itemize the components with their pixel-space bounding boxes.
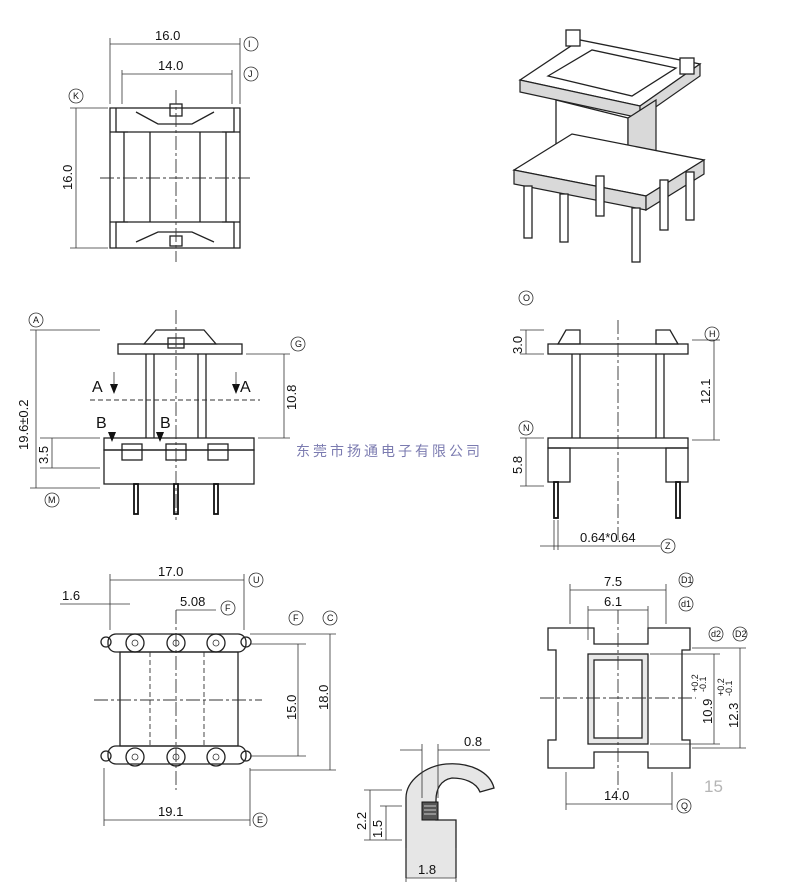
detail-width: 1.8 bbox=[418, 862, 436, 877]
section-base-width: 14.0 bbox=[604, 788, 629, 803]
detail-view: 0.8 2.2 1.5 1.8 bbox=[354, 734, 495, 882]
label-f-pitch: F bbox=[225, 603, 231, 613]
section-h1-tol-upper: +0.2 bbox=[690, 674, 700, 692]
label-d2-upper: D2 bbox=[735, 629, 747, 639]
label-k: K bbox=[73, 91, 79, 101]
top-width-inner: 14.0 bbox=[158, 58, 183, 73]
label-o: O bbox=[523, 293, 530, 303]
side-upper: 12.1 bbox=[698, 379, 713, 404]
label-a: A bbox=[33, 315, 39, 325]
label-u: U bbox=[253, 575, 260, 585]
bottom-pitch: 5.08 bbox=[180, 594, 205, 609]
detail-gap: 0.8 bbox=[464, 734, 482, 749]
label-d1-upper: D1 bbox=[681, 575, 693, 585]
side-pin-size: 0.64*0.64 bbox=[580, 530, 636, 545]
label-h: H bbox=[709, 329, 716, 339]
front-total-height: 19.6±0.2 bbox=[16, 399, 31, 450]
front-base-height: 3.5 bbox=[36, 446, 51, 464]
label-n: N bbox=[523, 423, 530, 433]
company-watermark: 东莞市扬通电子有限公司 bbox=[296, 443, 483, 460]
bottom-base-width: 19.1 bbox=[158, 804, 183, 819]
top-view: 16.0 14.0 16.0 I J K bbox=[60, 28, 259, 262]
section-h2-tol-upper: +0.2 bbox=[716, 678, 726, 696]
side-lower: 5.8 bbox=[510, 456, 525, 474]
label-i: I bbox=[248, 39, 251, 49]
bottom-view: 17.0 1.6 5.08 15.0 18.0 19.1 U F F C E bbox=[60, 564, 338, 828]
label-d1-lower: d1 bbox=[681, 599, 691, 609]
top-height: 16.0 bbox=[60, 165, 75, 190]
label-c: C bbox=[327, 613, 334, 623]
isometric-view bbox=[512, 29, 706, 263]
section-h1: 10.9 bbox=[700, 699, 715, 724]
section-a-left: A bbox=[92, 379, 103, 396]
section-h2: 12.3 bbox=[726, 703, 741, 728]
label-z: Z bbox=[665, 541, 671, 551]
front-upper-height: 10.8 bbox=[284, 385, 299, 410]
bottom-outer-height: 18.0 bbox=[316, 685, 331, 710]
section-h2-tol-lower: -0.1 bbox=[724, 680, 734, 696]
front-view: A A B B 19.6±0.2 10.8 3.5 A G M bbox=[16, 310, 306, 520]
label-e: E bbox=[257, 815, 263, 825]
section-inner-width: 6.1 bbox=[604, 594, 622, 609]
label-g: G bbox=[295, 339, 302, 349]
label-j: J bbox=[248, 69, 253, 79]
label-f-height: F bbox=[293, 613, 299, 623]
label-d2-lower: d2 bbox=[711, 629, 721, 639]
section-outer-width: 7.5 bbox=[604, 574, 622, 589]
detail-h-inner: 1.5 bbox=[370, 820, 385, 838]
side-top-flange: 3.0 bbox=[510, 336, 525, 354]
side-view: 3.0 12.1 5.8 0.64*0.64 O H N Z bbox=[510, 290, 720, 554]
top-width-outer: 16.0 bbox=[155, 28, 180, 43]
section-b-right: B bbox=[160, 415, 171, 432]
detail-h-outer: 2.2 bbox=[354, 812, 369, 830]
section-h1-tol-lower: -0.1 bbox=[698, 676, 708, 692]
bottom-inner-height: 15.0 bbox=[284, 695, 299, 720]
page-number: 15 bbox=[704, 777, 723, 796]
section-b-left: B bbox=[96, 415, 107, 432]
label-m: M bbox=[48, 495, 56, 505]
bottom-offset: 1.6 bbox=[62, 588, 80, 603]
bottom-width: 17.0 bbox=[158, 564, 183, 579]
section-a-right: A bbox=[240, 379, 251, 396]
section-view: 7.5 6.1 10.9 +0.2 -0.1 12.3 +0.2 -0.1 14… bbox=[540, 572, 748, 814]
label-q: Q bbox=[681, 801, 688, 811]
